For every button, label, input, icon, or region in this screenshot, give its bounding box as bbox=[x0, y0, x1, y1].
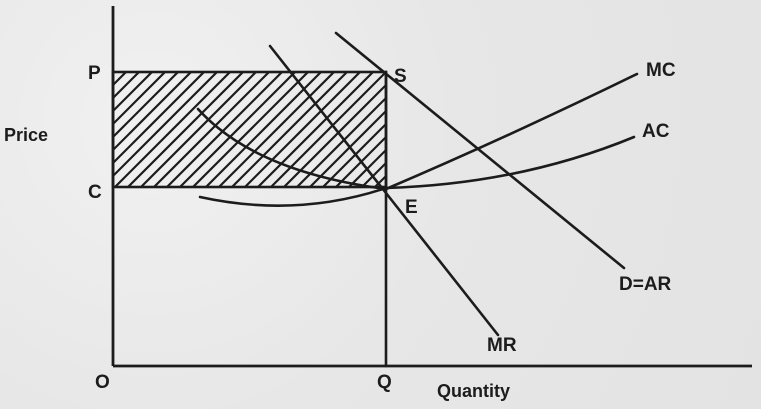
hatch-line bbox=[179, 72, 296, 187]
hatch-line bbox=[113, 72, 179, 139]
hatch-line bbox=[283, 83, 386, 187]
hatch-line bbox=[218, 72, 335, 187]
label-mr: MR bbox=[487, 335, 517, 356]
hatch-line bbox=[348, 148, 386, 187]
ac-curve bbox=[198, 135, 636, 207]
hatch-line bbox=[113, 72, 140, 100]
y-axis-label: Price bbox=[4, 125, 48, 145]
label-q: Q bbox=[377, 372, 392, 393]
hatch-line bbox=[113, 72, 166, 126]
label-e: E bbox=[405, 197, 418, 218]
hatch-line bbox=[140, 72, 257, 187]
label-s: S bbox=[394, 66, 407, 87]
mr-curve bbox=[268, 44, 500, 337]
label-c: C bbox=[88, 182, 102, 203]
hatch-line bbox=[127, 72, 244, 187]
profit-area bbox=[113, 72, 386, 187]
hatch-line bbox=[309, 109, 386, 187]
hatch-line bbox=[361, 161, 386, 187]
hatch-line bbox=[205, 72, 322, 187]
hatch-line bbox=[166, 72, 283, 187]
hatch-line bbox=[153, 72, 270, 187]
label-o: O bbox=[95, 372, 110, 393]
label-mc: MC bbox=[646, 60, 676, 81]
x-axis-label: Quantity bbox=[437, 381, 510, 401]
hatch-line bbox=[113, 72, 218, 178]
hatch-line bbox=[296, 96, 386, 187]
hatch-line bbox=[231, 72, 348, 187]
hatch-line bbox=[113, 72, 192, 152]
label-ac: AC bbox=[642, 121, 670, 142]
hatch-line bbox=[113, 72, 205, 165]
label-p: P bbox=[88, 63, 101, 84]
label-d-ar: D=AR bbox=[619, 274, 672, 295]
hatch-line bbox=[114, 72, 231, 187]
hatch-line bbox=[113, 72, 153, 113]
hatch-line bbox=[244, 72, 361, 187]
hatch-line bbox=[335, 135, 386, 187]
hatch-line bbox=[322, 122, 386, 187]
hatch-line bbox=[192, 72, 309, 187]
demand-curve bbox=[334, 31, 626, 270]
hatch-line bbox=[257, 72, 374, 187]
